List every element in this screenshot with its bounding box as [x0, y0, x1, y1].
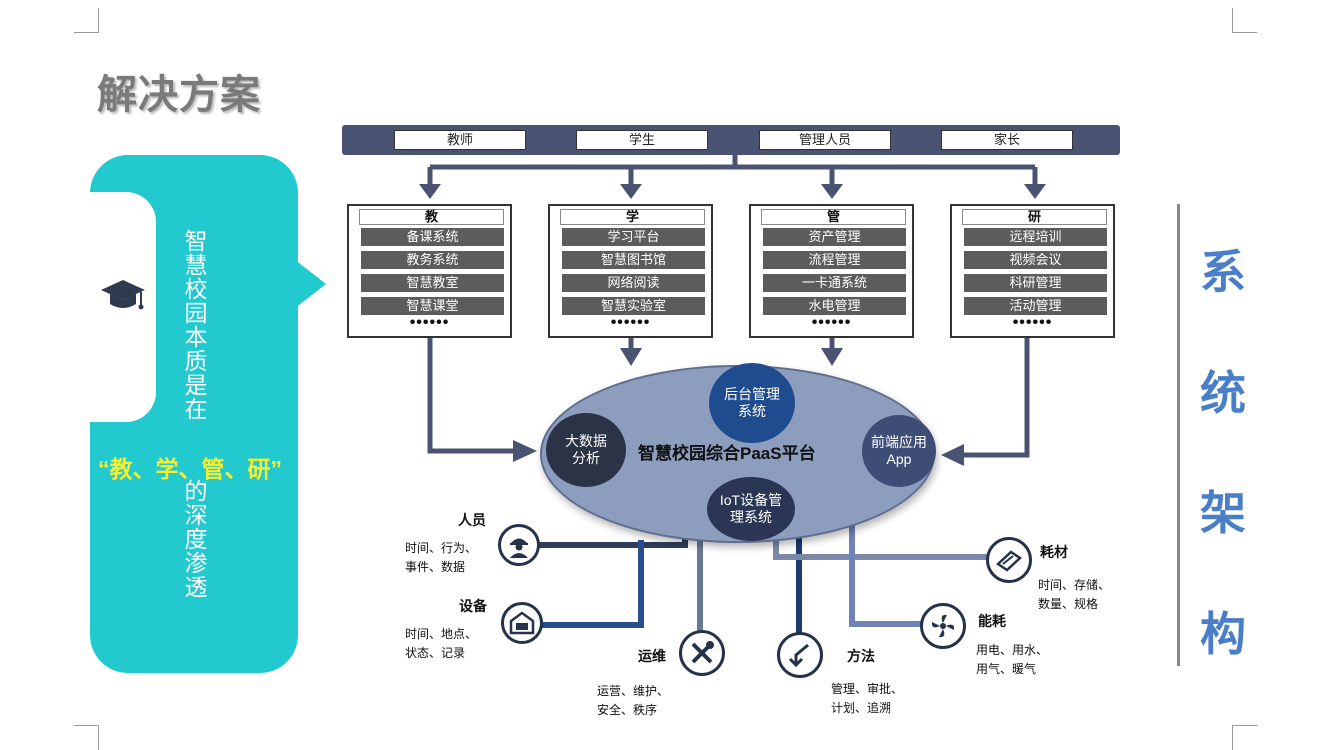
tools-icon: [679, 630, 725, 676]
page-corner-tl: [74, 8, 99, 33]
side-title-char-3: 架: [1200, 487, 1246, 539]
role-admin: 管理人员: [759, 130, 891, 150]
desc-consumables-1: 时间、存储、: [1038, 578, 1111, 592]
side-title-char-1: 系: [1200, 246, 1246, 298]
desc-method-2: 计划、追溯: [831, 701, 892, 715]
label-operations: 运维: [638, 648, 666, 664]
label-method: 方法: [847, 648, 875, 664]
side-title-char-2: 统: [1200, 367, 1246, 419]
desc-personnel-2: 事件、数据: [405, 560, 466, 574]
role-parent: 家长: [941, 130, 1073, 150]
column-item: 备课系统: [361, 228, 504, 246]
worker-icon: [498, 524, 540, 566]
column-item: 活动管理: [964, 297, 1107, 315]
desc-method-1: 管理、审批、: [831, 682, 904, 696]
column-more: ••••••: [610, 314, 651, 331]
column-head: 教: [359, 209, 504, 225]
panel-text-1: 智慧校园本质是在: [184, 228, 208, 422]
desc-operations-1: 运营、维护、: [597, 684, 670, 698]
column-item: 资产管理: [763, 228, 906, 246]
column-item: 一卡通系统: [763, 274, 906, 292]
label-consumables: 耗材: [1040, 544, 1068, 560]
label-personnel: 人员: [458, 512, 486, 528]
column-item: 学习平台: [562, 228, 705, 246]
desc-consumables-2: 数量、规格: [1038, 597, 1099, 611]
panel-pointer: [290, 256, 326, 312]
column-item: 网络阅读: [562, 274, 705, 292]
label-energy: 能耗: [978, 613, 1006, 629]
column-item: 智慧教室: [361, 274, 504, 292]
column-more: ••••••: [811, 314, 852, 331]
column-head: 研: [962, 209, 1107, 225]
page-corner-bl: [74, 725, 99, 750]
column-item: 智慧课堂: [361, 297, 504, 315]
column-item: 科研管理: [964, 274, 1107, 292]
side-title-char-4: 构: [1200, 608, 1246, 660]
column-research: 研 远程培训 视频会议 科研管理 活动管理 ••••••: [950, 204, 1115, 338]
desc-energy-1: 用电、用水、: [976, 643, 1049, 657]
desc-device-1: 时间、地点、: [405, 627, 478, 641]
column-item: 流程管理: [763, 251, 906, 269]
column-manage: 管 资产管理 流程管理 一卡通系统 水电管理 ••••••: [749, 204, 914, 338]
column-learn: 学 学习平台 智慧图书馆 网络阅读 智慧实验室 ••••••: [548, 204, 713, 338]
backend-circle: 后台管理系统: [709, 363, 795, 443]
column-item: 智慧图书馆: [562, 251, 705, 269]
desc-device-2: 状态、记录: [405, 646, 466, 660]
consumable-icon: [986, 537, 1032, 583]
column-head: 学: [560, 209, 705, 225]
method-icon: [777, 632, 823, 678]
platform-title: 智慧校园综合PaaS平台: [638, 444, 816, 463]
desc-operations-2: 安全、秩序: [597, 703, 658, 717]
column-item: 教务系统: [361, 251, 504, 269]
column-teach: 教 备课系统 教务系统 智慧教室 智慧课堂 ••••••: [347, 204, 512, 338]
column-item: 智慧实验室: [562, 297, 705, 315]
bigdata-circle: 大数据分析: [546, 413, 626, 487]
column-head: 管: [761, 209, 906, 225]
side-divider: [1177, 204, 1180, 666]
page-corner-br: [1232, 725, 1257, 750]
column-more: ••••••: [409, 314, 450, 331]
page-corner-tr: [1232, 8, 1257, 33]
iot-circle: IoT设备管理系统: [707, 477, 795, 541]
desc-personnel-1: 时间、行为、: [405, 541, 478, 555]
role-student: 学生: [576, 130, 708, 150]
page-title: 解决方案: [97, 73, 261, 117]
device-icon: [501, 602, 543, 644]
roles-bar: 教师 学生 管理人员 家长: [342, 125, 1120, 155]
fan-icon: [920, 603, 966, 649]
graduation-cap-icon: [99, 276, 147, 321]
label-device: 设备: [459, 598, 487, 614]
column-item: 视频会议: [964, 251, 1107, 269]
role-teacher: 教师: [394, 130, 526, 150]
frontend-circle: 前端应用App: [862, 415, 936, 487]
column-more: ••••••: [1012, 314, 1053, 331]
panel-text-2: 的深度渗透: [184, 478, 208, 600]
panel-highlight: “教、学、管、研”: [98, 456, 282, 482]
column-item: 水电管理: [763, 297, 906, 315]
desc-energy-2: 用气、暖气: [976, 662, 1037, 676]
column-item: 远程培训: [964, 228, 1107, 246]
